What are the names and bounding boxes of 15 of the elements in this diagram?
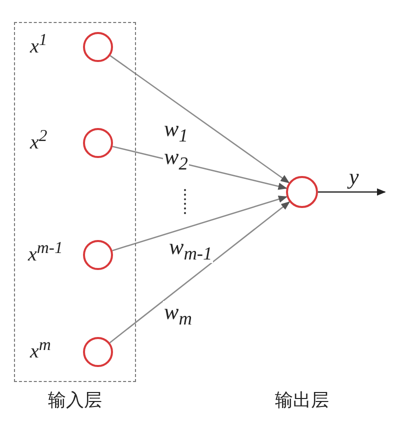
variable-label: x$^{m-1}$ [28,240,63,265]
arrow [110,55,290,184]
layer-label: 输出层 [274,392,330,410]
variable-label: x$^{2}$ [30,128,48,153]
arrow [109,201,290,344]
variable-label: x$^{1}$ [30,32,48,57]
variable-label: x$^{m}$ [30,337,51,362]
neuron-circle [83,128,113,158]
neuron-circle [286,176,318,208]
arrow [112,196,288,252]
neuron-circle [83,240,113,270]
layer-label: 输入层 [47,392,103,410]
neuron-circle [83,337,113,367]
neuron-circle [83,32,113,62]
arrow [318,188,386,196]
